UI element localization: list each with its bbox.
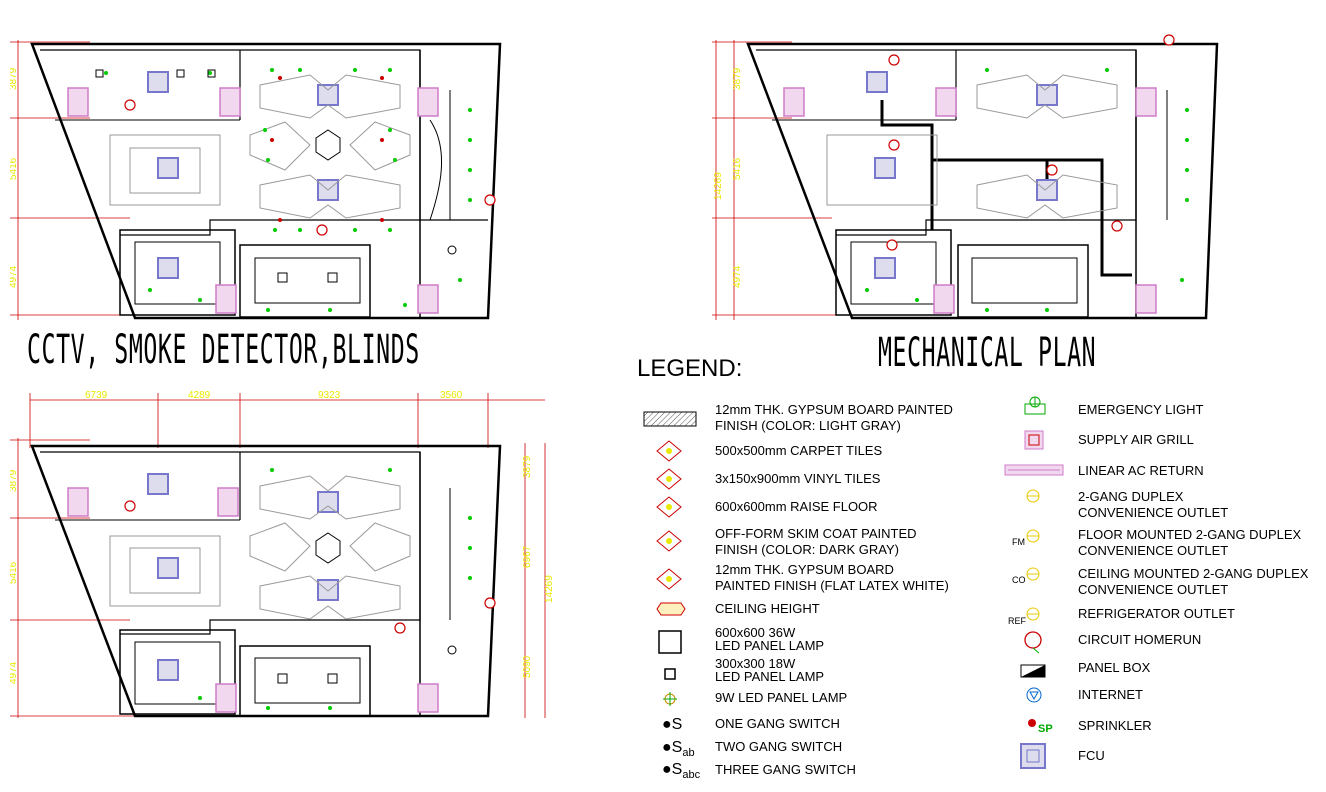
legend-label: FLOOR MOUNTED 2-GANG DUPLEX CONVENIENCE … xyxy=(1078,527,1302,558)
plan-cctv: 3879 5416 4974 xyxy=(10,30,510,330)
legend-label: CEILING HEIGHT xyxy=(715,601,820,616)
legend-label: CIRCUIT HOMERUN xyxy=(1078,632,1202,647)
dim-label: 14269 xyxy=(544,575,555,603)
outlet-icon xyxy=(1026,607,1040,621)
switch-icon: ●Sabc xyxy=(662,761,701,782)
diamond-tag-icon xyxy=(656,568,682,590)
dim-label: 6967 xyxy=(522,545,533,568)
diamond-tag-icon xyxy=(656,496,682,518)
legend-label: LINEAR AC RETURN xyxy=(1078,463,1204,478)
dim-label: 4974 xyxy=(732,265,743,288)
large-square-icon xyxy=(658,630,682,654)
legend-label: PANEL BOX xyxy=(1078,660,1151,675)
outlet-prefix: CO xyxy=(1012,575,1026,585)
dim-label: 4974 xyxy=(10,661,19,684)
dim-label: 3879 xyxy=(522,455,533,478)
legend-label: 9W LED PANEL LAMP xyxy=(715,690,848,705)
plan2-title: MECHANICAL PLAN xyxy=(878,330,1097,376)
dim-label: 4289 xyxy=(188,390,211,401)
legend-label: INTERNET xyxy=(1078,687,1143,702)
hatched-rect-icon xyxy=(643,411,697,427)
switch-icon: ●S xyxy=(662,716,683,733)
supply-air-grill-icon xyxy=(1024,430,1044,450)
legend-label: 12mm THK. GYPSUM BOARD PAINTED FINISH (F… xyxy=(715,562,949,593)
switch-symbol: S xyxy=(671,761,683,778)
legend-label: FCU xyxy=(1078,748,1105,763)
internet-icon xyxy=(1026,687,1042,703)
legend-label: 600x600 36W LED PANEL LAMP xyxy=(715,625,825,653)
plan-dimensioned: 6739 4289 9323 3560 3879 5416 4974 3879 … xyxy=(10,388,555,728)
dim-label: 6739 xyxy=(85,390,108,401)
dim-label: 3879 xyxy=(10,67,19,90)
dim-label: 5416 xyxy=(732,157,743,180)
homerun-icon xyxy=(1024,631,1042,654)
emergency-light-icon xyxy=(1024,396,1046,415)
legend-label: CEILING MOUNTED 2-GANG DUPLEX CONVENIENC… xyxy=(1078,566,1309,597)
switch-sub: abc xyxy=(682,769,701,782)
small-square-icon xyxy=(664,668,676,680)
outlet-icon xyxy=(1026,529,1040,543)
switch-sub: ab xyxy=(682,747,695,760)
legend-label: 3x150x900mm VINYL TILES xyxy=(715,471,881,486)
dim-label: 3879 xyxy=(732,67,743,90)
outlet-icon xyxy=(1026,489,1040,503)
legend-title: LEGEND: xyxy=(637,355,743,382)
switch-icon: ●Sab xyxy=(662,739,695,760)
legend-label: SPRINKLER xyxy=(1078,718,1152,733)
dim-label: 3879 xyxy=(10,469,19,492)
outlet-icon xyxy=(1026,567,1040,581)
outlet-prefix: FM xyxy=(1012,537,1025,547)
legend-label: 600x600mm RAISE FLOOR xyxy=(715,499,878,514)
diamond-tag-icon xyxy=(656,530,682,552)
crosshair-circle-icon xyxy=(663,692,677,706)
legend-label: SUPPLY AIR GRILL xyxy=(1078,432,1194,447)
switch-symbol: S xyxy=(671,716,683,733)
legend-label: THREE GANG SWITCH xyxy=(715,762,856,777)
diamond-tag-icon xyxy=(656,440,682,462)
fcu-icon xyxy=(1020,743,1046,769)
hexagon-tag-icon xyxy=(656,602,686,616)
legend-label: ONE GANG SWITCH xyxy=(715,716,840,731)
outlet-prefix: REF xyxy=(1008,616,1026,626)
legend-label: 12mm THK. GYPSUM BOARD PAINTED FINISH (C… xyxy=(715,402,953,433)
legend-label: TWO GANG SWITCH xyxy=(715,739,843,754)
dim-label: 3560 xyxy=(440,390,463,401)
sprinkler-icon: SP xyxy=(1028,719,1053,735)
switch-symbol: S xyxy=(671,739,683,756)
svg-text:SP: SP xyxy=(1038,723,1053,735)
legend-label: EMERGENCY LIGHT xyxy=(1078,402,1204,417)
legend-label: 300x300 18W LED PANEL LAMP xyxy=(715,656,825,684)
legend-label: REFRIGERATOR OUTLET xyxy=(1078,606,1235,621)
legend-label: 2-GANG DUPLEX CONVENIENCE OUTLET xyxy=(1078,489,1229,520)
plan1-title: CCTV, SMOKE DETECTOR,BLINDS xyxy=(27,327,420,373)
diamond-tag-icon xyxy=(656,468,682,490)
dim-label: 4974 xyxy=(10,265,19,288)
dim-label: 14269 xyxy=(713,172,724,200)
linear-return-icon xyxy=(1004,464,1064,476)
panel-box-icon xyxy=(1020,664,1046,678)
legend-label: OFF-FORM SKIM COAT PAINTED FINISH (COLOR… xyxy=(715,526,917,557)
legend-label: 500x500mm CARPET TILES xyxy=(715,443,883,458)
dim-label: 5416 xyxy=(10,157,19,180)
dim-label: 9323 xyxy=(318,390,341,401)
dim-label: 5416 xyxy=(10,561,19,584)
dim-label: 5090 xyxy=(522,655,533,678)
plan-mechanical: 14269 3879 5416 4974 xyxy=(712,30,1222,325)
